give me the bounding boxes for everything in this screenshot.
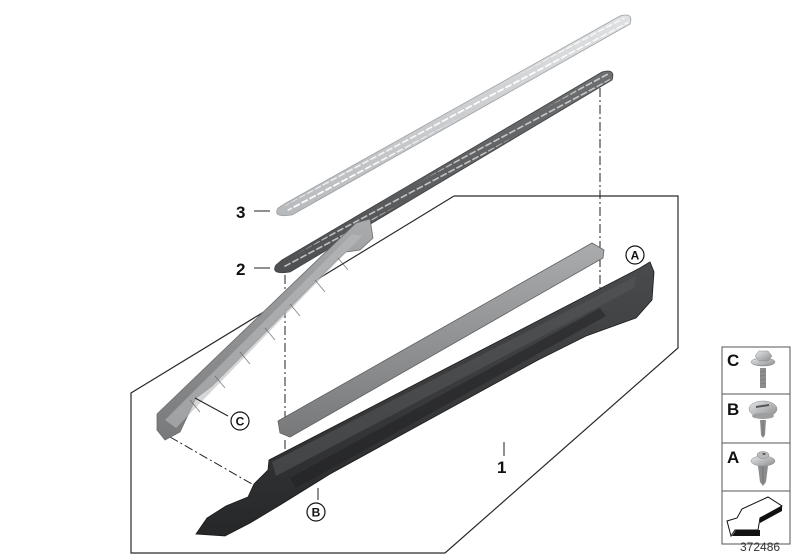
sill-bracket (156, 218, 374, 441)
fastener-legend: C B A (721, 346, 791, 545)
marker-c: C (230, 411, 250, 431)
svg-text:C: C (236, 415, 245, 429)
svg-text:A: A (727, 448, 739, 467)
sill-seal-strip (277, 242, 605, 438)
svg-text:B: B (727, 400, 739, 419)
legend-row-b: B (727, 400, 778, 438)
leader-lines (194, 210, 505, 500)
svg-text:A: A (631, 249, 640, 263)
legend-row-c: C (727, 350, 776, 388)
callout-3: 3 (236, 203, 245, 222)
svg-text:B: B (312, 506, 321, 520)
callout-2: 2 (236, 260, 245, 279)
svg-text:C: C (727, 351, 739, 370)
legend-row-a: A (727, 448, 776, 486)
callout-1: 1 (497, 458, 506, 477)
side-sill-body (195, 261, 655, 537)
slotted-expansion-rivet-icon (748, 400, 778, 438)
marker-b: B (306, 502, 326, 522)
forward-direction-arrow-icon (726, 496, 783, 538)
hex-flange-bolt-icon (750, 350, 776, 388)
diagram-id-number: 372486 (740, 540, 781, 554)
assembly-frame (130, 195, 679, 554)
marker-a: A (625, 245, 645, 265)
tread-strip-light (276, 14, 632, 217)
push-rivet-clip-icon (750, 451, 776, 486)
tread-strip-dark (274, 70, 614, 274)
